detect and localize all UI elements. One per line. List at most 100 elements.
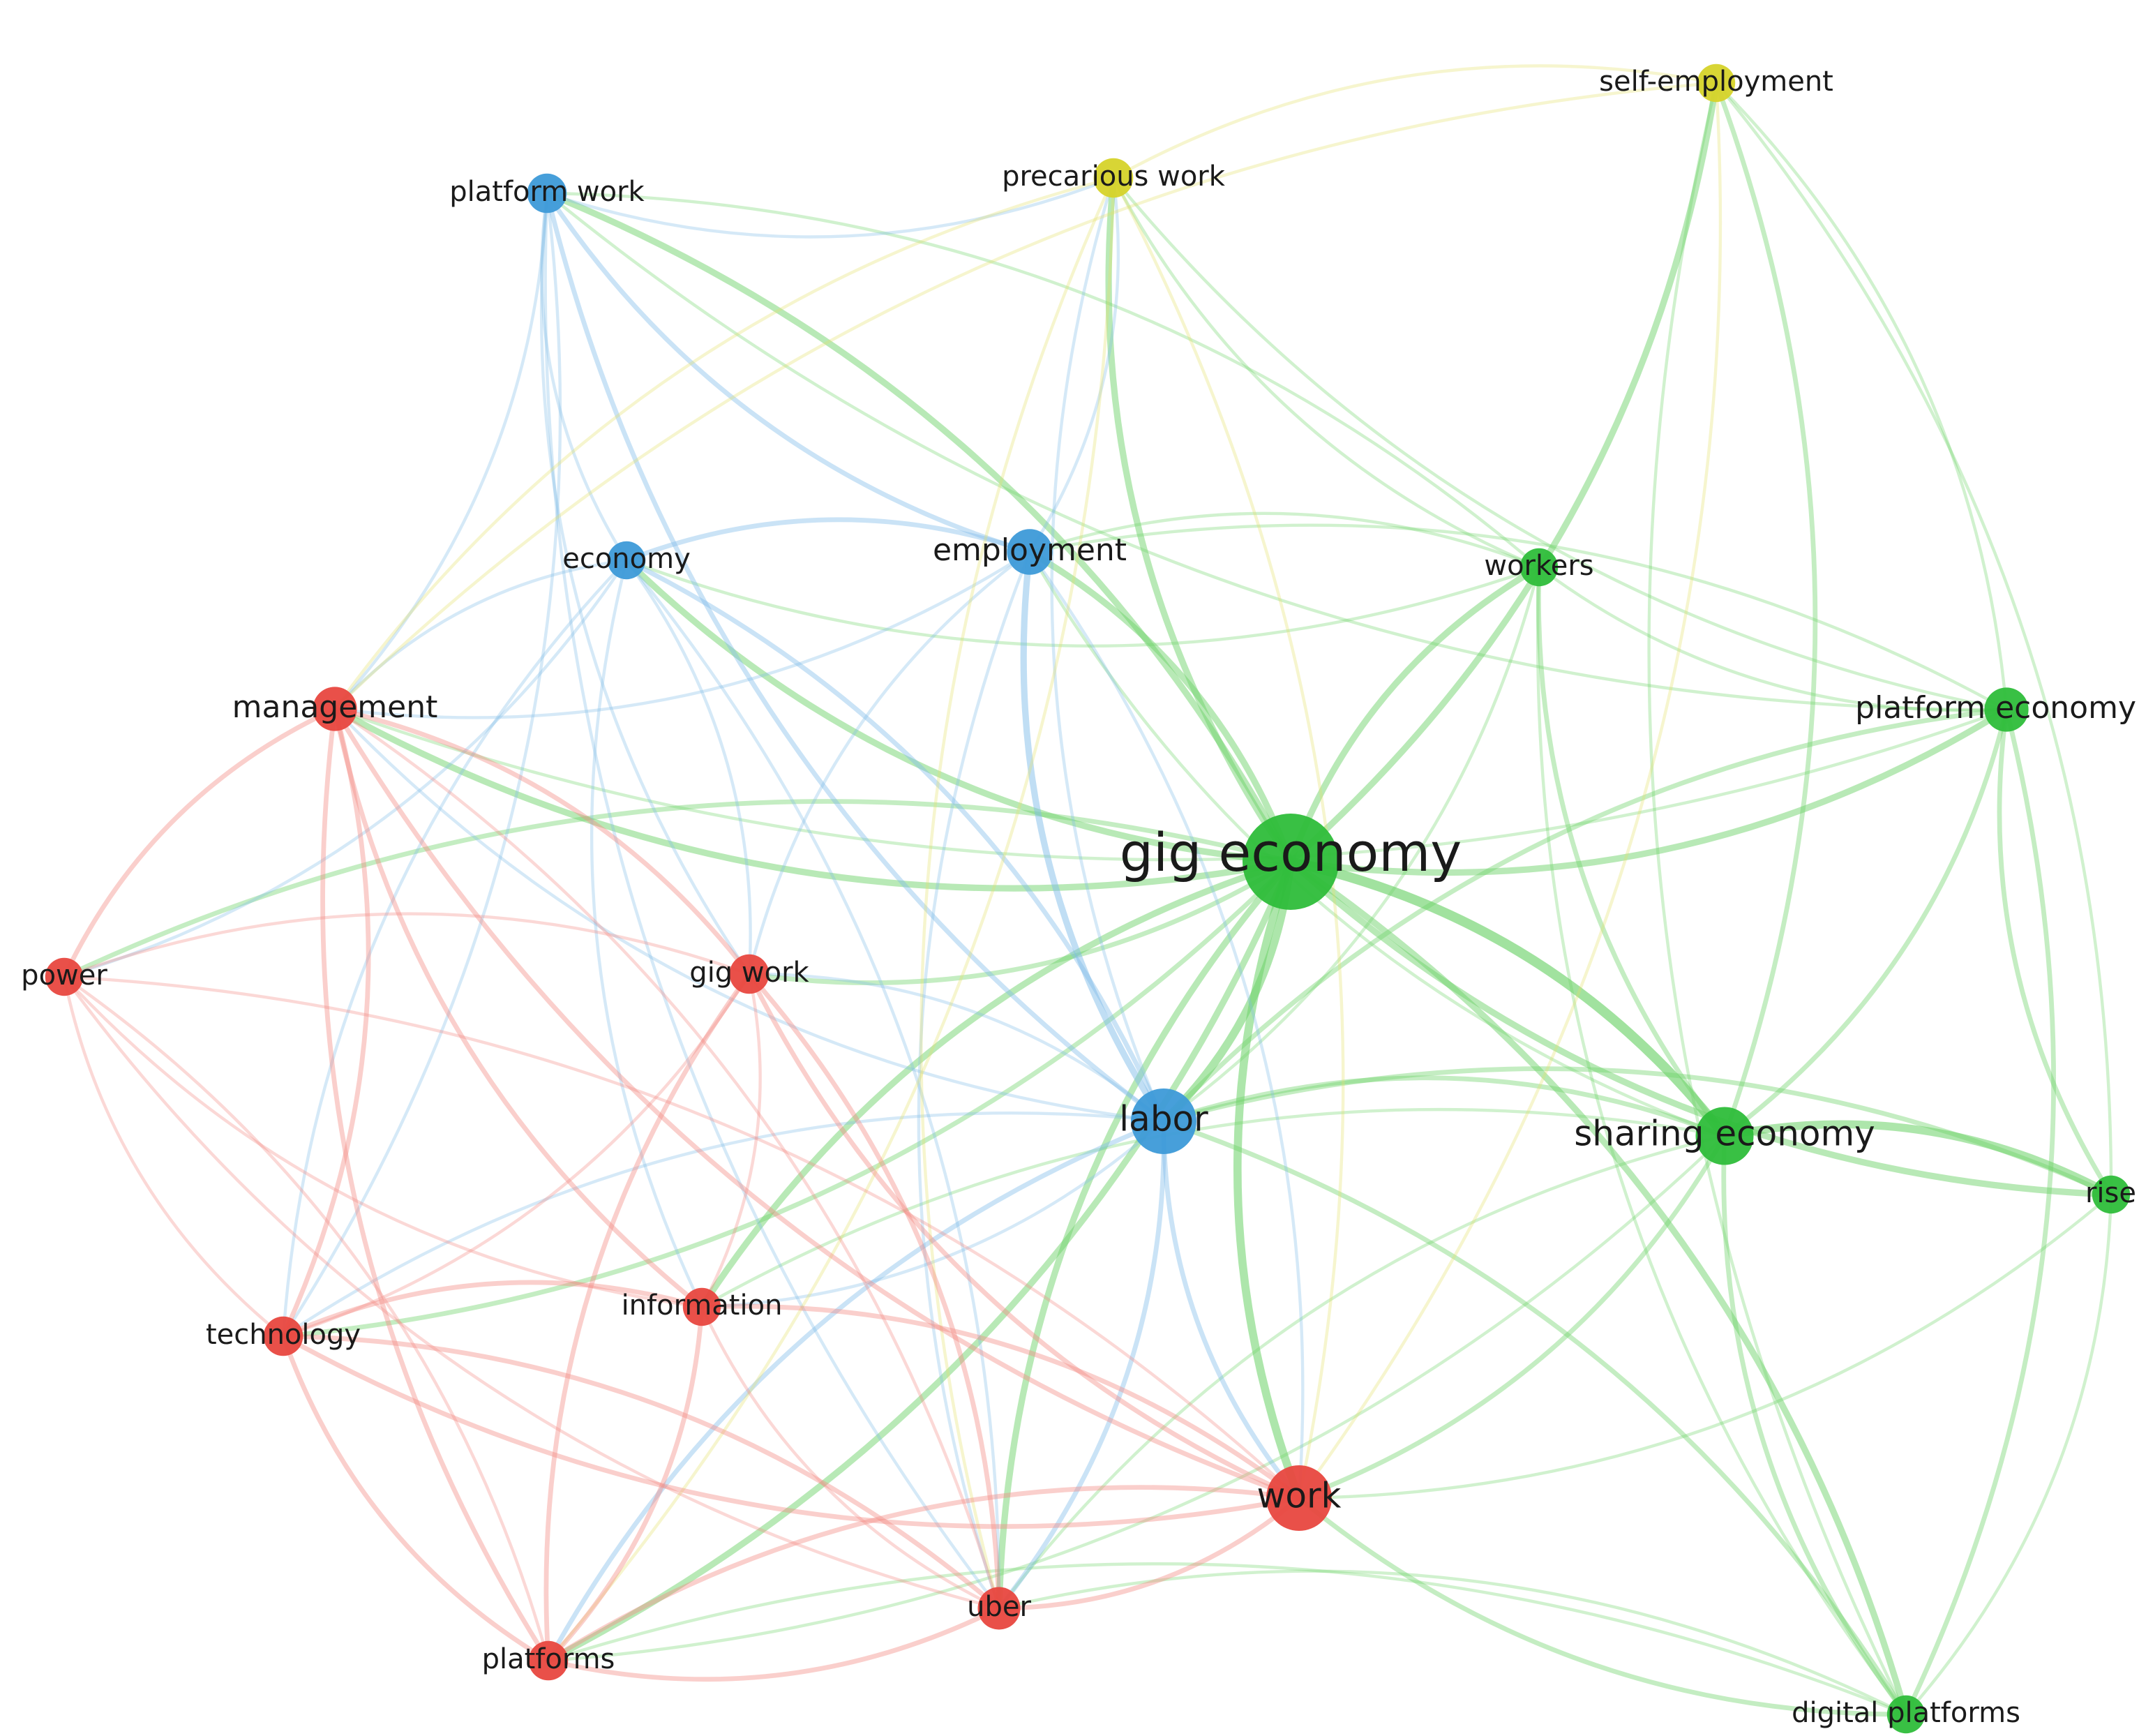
edge-gig-economy-platform-economy bbox=[1287, 706, 2010, 876]
edge-labor-economy bbox=[624, 558, 1166, 1124]
edge-platform-economy-labor bbox=[1161, 707, 2009, 1124]
node-gig-economy[interactable] bbox=[1243, 814, 1339, 910]
edge-gig-work-information bbox=[700, 972, 762, 1309]
node-rise[interactable] bbox=[2092, 1175, 2131, 1214]
edge-gig-economy-self-employment bbox=[1287, 80, 1720, 865]
edge-gig-economy-management bbox=[331, 705, 1294, 892]
node-power[interactable] bbox=[45, 957, 84, 996]
edge-precarious-work-work bbox=[1111, 176, 1345, 1500]
node-platforms[interactable] bbox=[528, 1640, 569, 1681]
edge-economy-gig-work bbox=[624, 558, 752, 976]
edge-uber-platforms bbox=[546, 1606, 1002, 1682]
edge-sharing-economy-information bbox=[700, 1107, 1727, 1309]
label-workers: workers bbox=[1484, 550, 1593, 582]
edge-gig-economy-gig-work bbox=[746, 859, 1293, 985]
label-management: management bbox=[232, 689, 438, 725]
edge-workers-employment bbox=[1028, 511, 1541, 569]
edge-gig-economy-platform-work bbox=[543, 190, 1294, 865]
edge-rise-self-employment bbox=[1714, 81, 2113, 1197]
edge-employment-economy bbox=[624, 517, 1033, 563]
label-platform-work: platform work bbox=[449, 176, 645, 208]
node-work[interactable] bbox=[1266, 1465, 1332, 1531]
label-platform-economy: platform economy bbox=[1855, 690, 2136, 726]
edge-management-technology bbox=[280, 706, 371, 1339]
node-management[interactable] bbox=[313, 687, 357, 731]
edge-employment-precarious-work bbox=[1028, 176, 1120, 554]
edge-precarious-work-uber bbox=[920, 176, 1116, 1610]
label-digital-platforms: digital platforms bbox=[1792, 1697, 2020, 1729]
edge-precarious-work-self-employment bbox=[1111, 64, 1718, 180]
label-employment: employment bbox=[933, 532, 1127, 568]
edge-platform-economy-management bbox=[333, 707, 2009, 862]
edge-management-work bbox=[332, 706, 1302, 1501]
node-digital-platforms[interactable] bbox=[1886, 1695, 1926, 1734]
label-gig-economy: gig economy bbox=[1120, 821, 1462, 883]
edge-work-platforms bbox=[546, 1485, 1302, 1663]
node-economy[interactable] bbox=[607, 541, 646, 580]
edge-gig-economy-platforms bbox=[545, 858, 1294, 1664]
label-technology: technology bbox=[206, 1319, 361, 1351]
edge-precarious-work-management bbox=[333, 176, 1116, 711]
edge-management-power bbox=[61, 706, 338, 980]
edge-labor-technology bbox=[281, 1112, 1166, 1338]
label-precarious-work: precarious work bbox=[1002, 160, 1226, 193]
label-uber: uber bbox=[967, 1591, 1031, 1623]
edge-workers-digital-platforms bbox=[1536, 565, 1908, 1716]
edge-gig-economy-digital-platforms bbox=[1287, 858, 1909, 1718]
edge-gig-work-technology bbox=[281, 972, 751, 1338]
node-self-employment[interactable] bbox=[1697, 63, 1736, 103]
edge-power-information bbox=[62, 975, 704, 1309]
edge-digital-platforms-labor bbox=[1161, 1118, 1909, 1717]
edge-rise-digital-platforms bbox=[1904, 1192, 2113, 1716]
node-information[interactable] bbox=[682, 1287, 721, 1326]
label-sharing-economy: sharing economy bbox=[1574, 1114, 1875, 1154]
edge-platform-economy-precarious-work bbox=[1111, 176, 2009, 712]
edge-sharing-economy-employment bbox=[1028, 550, 1727, 1138]
edge-digital-platforms-self-employment bbox=[1647, 81, 1908, 1716]
node-precarious-work[interactable] bbox=[1093, 158, 1134, 198]
edge-platform-economy-employment bbox=[1028, 523, 2009, 712]
label-economy: economy bbox=[562, 543, 691, 575]
edge-layer bbox=[61, 64, 2115, 1718]
edge-digital-platforms-work bbox=[1296, 1495, 1909, 1717]
edge-gig-work-uber bbox=[746, 971, 1002, 1611]
edge-labor-platforms bbox=[546, 1118, 1166, 1663]
edge-economy-uber bbox=[624, 558, 1001, 1610]
edge-platform-economy-platform-work bbox=[545, 191, 2009, 712]
edge-workers-labor bbox=[1162, 565, 1541, 1123]
node-platform-economy[interactable] bbox=[1984, 687, 2029, 732]
edge-gig-economy-uber bbox=[996, 858, 1294, 1612]
edge-digital-platforms-uber bbox=[997, 1569, 1908, 1716]
edge-sharing-economy-self-employment bbox=[1713, 80, 1818, 1139]
edge-sharing-economy-platforms bbox=[546, 1134, 1727, 1663]
edge-labor-information bbox=[700, 1119, 1166, 1309]
node-gig-work[interactable] bbox=[729, 954, 770, 994]
edge-gig-economy-economy bbox=[623, 557, 1294, 865]
edge-gig-economy-employment bbox=[1026, 548, 1294, 865]
label-power: power bbox=[21, 959, 107, 992]
node-workers[interactable] bbox=[1519, 548, 1559, 587]
edge-labor-management bbox=[333, 707, 1166, 1123]
edge-economy-power bbox=[62, 558, 629, 979]
node-platform-work[interactable] bbox=[527, 173, 567, 214]
edge-sharing-economy-uber bbox=[997, 1134, 1727, 1610]
node-uber[interactable] bbox=[977, 1587, 1021, 1630]
node-employment[interactable] bbox=[1007, 529, 1053, 575]
node-technology[interactable] bbox=[263, 1316, 303, 1356]
edge-economy-management bbox=[333, 558, 629, 711]
edge-gig-work-work bbox=[746, 971, 1302, 1501]
edge-employment-management bbox=[333, 550, 1032, 719]
edge-sharing-economy-platform-economy bbox=[1722, 707, 2009, 1139]
edge-platform-economy-self-employment bbox=[1714, 81, 2009, 712]
edge-gig-economy-information bbox=[698, 858, 1294, 1310]
edge-gig-economy-rise bbox=[1287, 858, 2115, 1198]
node-sharing-economy[interactable] bbox=[1695, 1107, 1754, 1165]
edge-economy-technology bbox=[281, 558, 629, 1338]
edge-sharing-economy-labor bbox=[1161, 1075, 1727, 1139]
edge-gig-economy-sharing-economy bbox=[1286, 857, 1729, 1141]
edge-self-employment-work bbox=[1297, 81, 1723, 1500]
edge-workers-precarious-work bbox=[1111, 176, 1541, 569]
edge-employment-uber bbox=[917, 550, 1032, 1610]
node-labor[interactable] bbox=[1131, 1088, 1196, 1154]
